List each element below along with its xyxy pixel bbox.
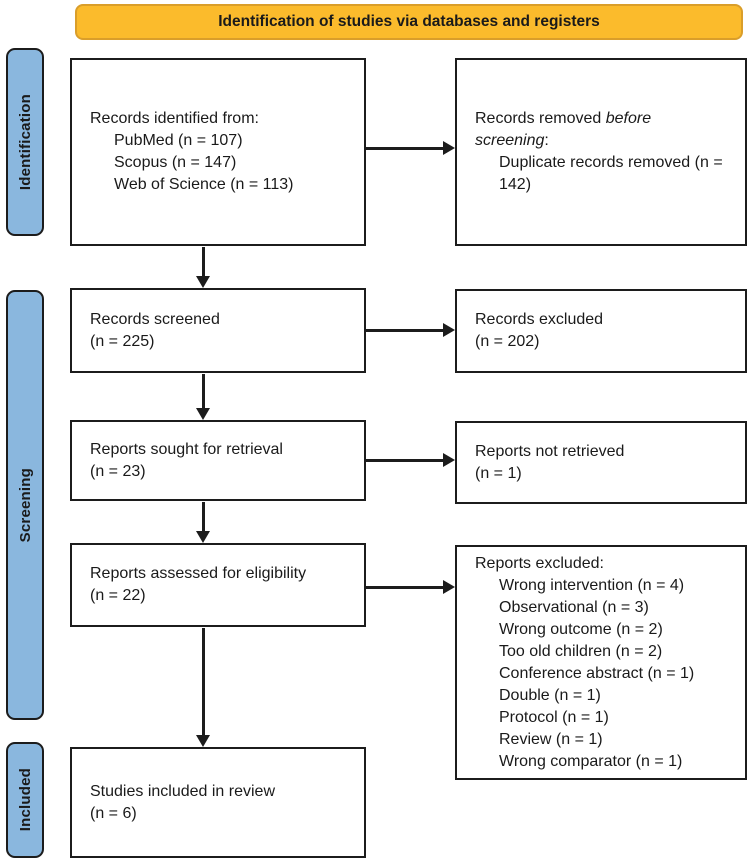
stage-screening-label: Screening <box>16 467 34 543</box>
diagram-header-label: Identification of studies via databases … <box>218 13 600 30</box>
arrow-sought-to-not-retrieved <box>366 459 443 462</box>
box-item: Double (n = 1) <box>499 686 601 704</box>
box-item: Wrong intervention (n = 4) <box>499 576 685 594</box>
arrow-sought-to-assessed <box>202 502 205 533</box>
box-title-emphasis: before <box>605 110 652 127</box>
box-item: Protocol (n = 1) <box>499 708 609 726</box>
box-title: Reports sought for retrieval <box>90 440 283 458</box>
box-item: Scopus (n = 147) <box>114 154 237 171</box>
box-title: Reports not retrieved <box>475 442 625 460</box>
box-item: PubMed (n = 107) <box>114 132 243 149</box>
arrowhead-right-icon <box>443 141 455 155</box>
arrow-screened-to-excluded <box>366 329 443 332</box>
box-title: screening: <box>475 130 735 152</box>
box-item: Duplicate records removed (n = 142) <box>499 154 723 193</box>
stage-identification: Identification <box>6 48 44 236</box>
diagram-header: Identification of studies via databases … <box>75 4 743 40</box>
box-count: (n = 202) <box>475 333 540 350</box>
box-title-emphasis: screening <box>475 132 545 149</box>
stage-included: Included <box>6 742 44 858</box>
box-reports-excluded: Reports excluded: Wrong intervention (n … <box>455 545 747 780</box>
box-title: Records identified from: <box>90 110 259 127</box>
arrow-screened-to-sought <box>202 374 205 410</box>
box-item: Web of Science (n = 113) <box>114 176 294 193</box>
arrowhead-down-icon <box>196 735 210 747</box>
box-count: (n = 225) <box>90 332 155 350</box>
box-item: Conference abstract (n = 1) <box>499 664 695 682</box>
arrow-identified-to-removed <box>366 147 443 150</box>
box-item: Wrong outcome (n = 2) <box>499 620 663 638</box>
arrow-assessed-to-included <box>202 628 205 737</box>
box-records-screened: Records screened (n = 225) <box>70 288 366 373</box>
box-reports-assessed: Reports assessed for eligibility (n = 22… <box>70 543 366 627</box>
box-title: Records screened <box>90 310 220 328</box>
box-title-text: Records removed <box>475 110 606 127</box>
box-count: (n = 23) <box>90 462 146 480</box>
box-records-excluded: Records excluded (n = 202) <box>455 289 747 373</box>
box-records-removed: Records removed before screening: Duplic… <box>455 58 747 246</box>
box-title: Reports assessed for eligibility <box>90 565 307 582</box>
arrowhead-right-icon <box>443 453 455 467</box>
box-count: (n = 1) <box>475 464 522 482</box>
arrowhead-down-icon <box>196 531 210 543</box>
box-count: (n = 6) <box>90 804 137 822</box>
box-title: Reports excluded: <box>475 554 604 572</box>
box-count: (n = 22) <box>90 587 146 604</box>
arrowhead-down-icon <box>196 276 210 288</box>
arrow-assessed-to-reports-excluded <box>366 586 443 589</box>
box-title-text: : <box>544 132 549 149</box>
box-records-identified: Records identified from: PubMed (n = 107… <box>70 58 366 246</box>
arrowhead-right-icon <box>443 323 455 337</box>
box-item: Wrong comparator (n = 1) <box>499 752 683 770</box>
stage-included-label: Included <box>16 768 34 832</box>
box-title: Studies included in review <box>90 782 275 800</box>
box-studies-included: Studies included in review (n = 6) <box>70 747 366 858</box>
arrow-identified-to-screened <box>202 247 205 278</box>
arrowhead-right-icon <box>443 580 455 594</box>
box-reports-sought: Reports sought for retrieval (n = 23) <box>70 420 366 501</box>
box-item: Review (n = 1) <box>499 730 603 748</box>
stage-screening: Screening <box>6 290 44 720</box>
box-item: Too old children (n = 2) <box>499 642 663 660</box>
stage-identification-label: Identification <box>16 93 34 191</box>
arrowhead-down-icon <box>196 408 210 420</box>
box-item: Observational (n = 3) <box>499 598 649 616</box>
box-reports-not-retrieved: Reports not retrieved (n = 1) <box>455 421 747 504</box>
box-title: Records removed before <box>475 108 735 130</box>
box-title: Records excluded <box>475 311 604 328</box>
